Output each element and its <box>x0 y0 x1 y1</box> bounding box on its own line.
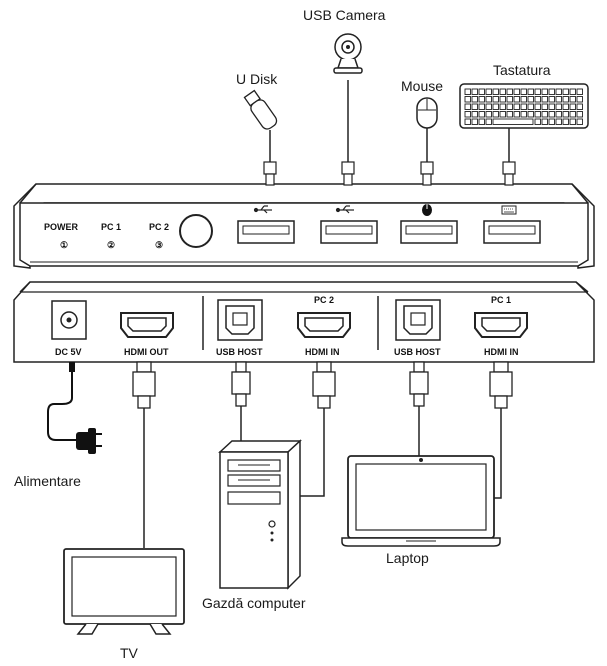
hdmi-cable-pc2 <box>290 361 336 497</box>
usb-host-port-pc1 <box>395 299 441 341</box>
pc2-group-label: PC 2 <box>314 295 334 305</box>
laptop-icon <box>341 455 501 547</box>
laptop-label: Laptop <box>386 550 429 566</box>
usb-cable-pc1 <box>409 361 429 456</box>
keyboard-label: Tastatura <box>493 62 551 78</box>
dc-jack <box>51 300 87 340</box>
front-panel: POWER PC 1 PC 2 ① ② ③ <box>13 183 595 269</box>
hdmi-in-port-pc1 <box>474 312 528 338</box>
usb-plug-keyboard <box>502 128 516 186</box>
hdmi-in-label-pc2: HDMI IN <box>305 347 340 357</box>
mouse-symbol-icon <box>422 204 432 216</box>
hdmi-in-label-pc1: HDMI IN <box>484 347 519 357</box>
hdmi-out-port <box>120 312 174 338</box>
power-cable <box>47 362 76 441</box>
pc1-led-number: ② <box>107 240 115 250</box>
flash-drive-icon <box>243 89 278 130</box>
usb-port-2 <box>320 220 378 244</box>
hdmi-in-port-pc2 <box>297 312 351 338</box>
usb-port-1 <box>237 220 295 244</box>
hdmi-out-label: HDMI OUT <box>124 347 169 357</box>
usb-camera-label: USB Camera <box>303 7 386 23</box>
webcam-icon <box>333 33 363 74</box>
usb-host-port-pc2 <box>217 299 263 341</box>
usb-host-label-pc2: USB HOST <box>216 347 263 357</box>
pc2-led-number: ③ <box>155 240 163 250</box>
mouse-icon <box>416 97 438 129</box>
keyboard-symbol-icon <box>501 205 517 215</box>
hdmi-cable-pc1 <box>470 361 513 499</box>
usb-symbol-icon <box>253 205 272 214</box>
hdmi-cable-tv <box>132 361 156 548</box>
usb-plug-camera <box>341 80 355 186</box>
switch-button <box>179 214 213 248</box>
power-label: POWER <box>44 222 79 232</box>
usb-cable-pc2 <box>231 361 251 452</box>
usb-symbol-icon <box>335 205 354 214</box>
pc2-label: PC 2 <box>149 222 169 232</box>
usb-plug-mouse <box>420 126 434 186</box>
power-led-number: ① <box>60 240 68 250</box>
pc1-label: PC 1 <box>101 222 121 232</box>
mouse-label: Mouse <box>401 78 444 94</box>
usb-host-label-pc1: USB HOST <box>394 347 441 357</box>
tv-icon <box>63 548 185 635</box>
power-adapter-icon <box>76 428 102 454</box>
usb-plug-udisk <box>263 130 277 186</box>
dc-5v-label: DC 5V <box>55 347 82 357</box>
keyboard-icon <box>459 83 589 129</box>
power-adapter-label: Alimentare <box>14 473 81 489</box>
desktop-tower-icon <box>218 439 302 590</box>
tv-label: TV <box>120 645 138 661</box>
host-computer-label: Gazdă computer <box>202 595 306 611</box>
back-panel: DC 5V HDMI OUT USB HOST HDMI IN PC 2 USB… <box>13 281 595 363</box>
usb-port-3 <box>400 220 458 244</box>
pc1-group-label: PC 1 <box>491 295 511 305</box>
u-disk-label: U Disk <box>236 71 278 87</box>
usb-port-4 <box>483 220 541 244</box>
